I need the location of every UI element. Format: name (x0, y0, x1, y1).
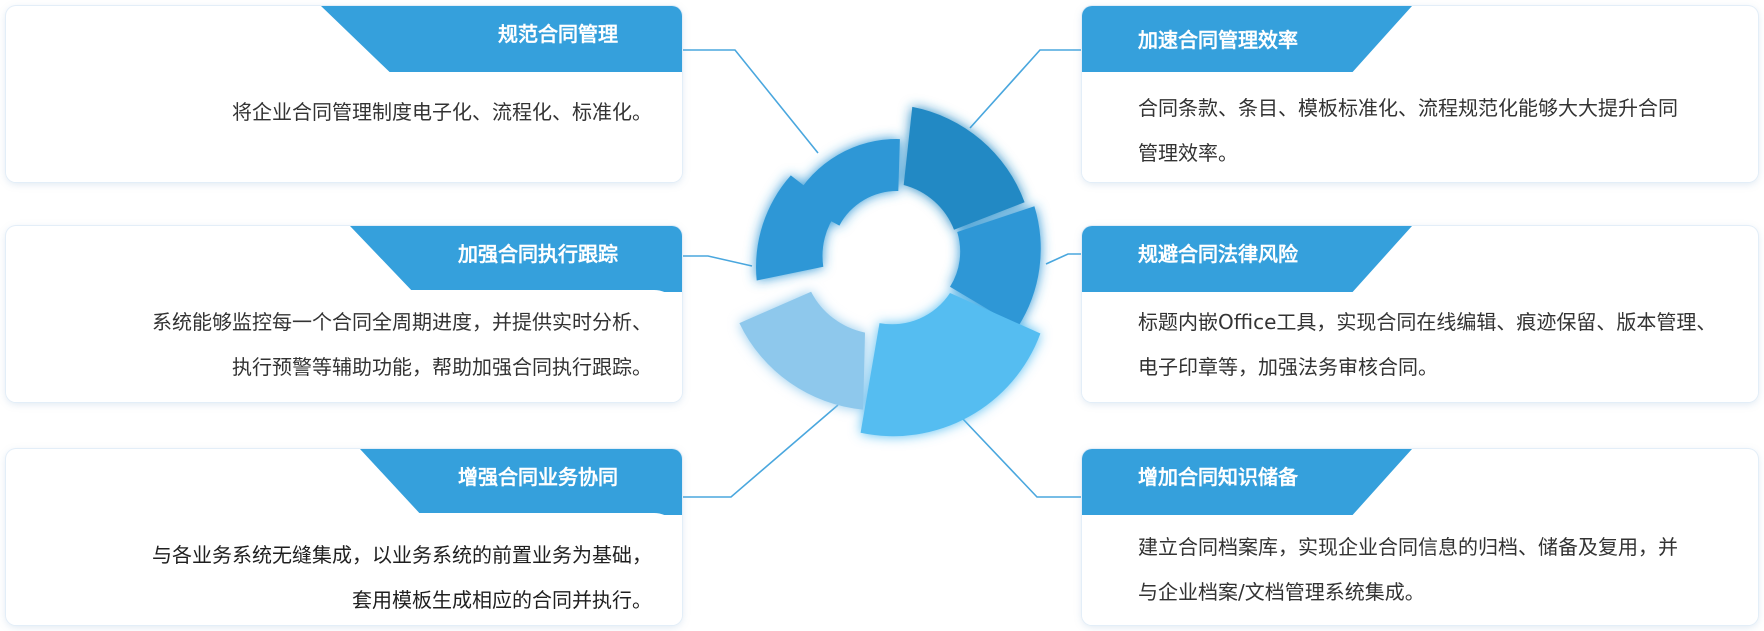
connector-line-3 (682, 404, 839, 498)
card-text-4-line-1: 合同条款、条目、模板标准化、流程规范化能够大大提升合同 (1138, 96, 1678, 120)
ring-segment-5 (739, 291, 865, 410)
card-text-6-line-2: 与企业档案/文档管理系统集成。 (1138, 580, 1425, 604)
feature-card-4: 加速合同管理效率 合同条款、条目、模板标准化、流程规范化能够大大提升合同 管理效… (1082, 6, 1758, 182)
connector-line-5 (1045, 253, 1082, 265)
card-text-4-line-2: 管理效率。 (1138, 141, 1238, 165)
ring-segment-2 (903, 106, 1025, 230)
card-text-2-line-1: 系统能够监控每一个合同全周期进度，并提供实时分析、 (152, 310, 652, 334)
card-title-6: 增加合同知识储备 (1138, 465, 1298, 489)
card-title-5: 规避合同法律风险 (1138, 242, 1298, 266)
card-text-1-line-1: 将企业合同管理制度电子化、流程化、标准化。 (232, 100, 652, 124)
connector-line-1 (682, 49, 819, 154)
card-header-5 (1082, 226, 1412, 292)
card-text-2-line-2: 执行预警等辅助功能，帮助加强合同执行跟踪。 (232, 355, 652, 379)
card-title-2: 加强合同执行跟踪 (458, 242, 618, 266)
card-text-5-line-2: 电子印章等，加强法务审核合同。 (1138, 355, 1438, 379)
card-title-4: 加速合同管理效率 (1138, 28, 1298, 52)
connector-line-6 (961, 417, 1082, 498)
connector-line-2 (682, 255, 753, 267)
feature-card-3: 增强合同业务协同 与各业务系统无缝集成，以业务系统的前置业务为基础， 套用模板生… (6, 449, 682, 625)
ring-segment-4 (860, 293, 1041, 437)
card-text-3-line-1: 与各业务系统无缝集成，以业务系统的前置业务为基础， (152, 543, 652, 567)
connector-line-4 (969, 49, 1082, 129)
feature-card-1: 规范合同管理 将企业合同管理制度电子化、流程化、标准化。 (6, 6, 682, 182)
card-text-5-line-1: 标题内嵌Office工具，实现合同在线编辑、痕迹保留、版本管理、 (1138, 310, 1717, 334)
feature-card-5: 规避合同法律风险 标题内嵌Office工具，实现合同在线编辑、痕迹保留、版本管理… (1082, 226, 1758, 402)
card-header-6 (1082, 449, 1412, 515)
card-header-3 (360, 449, 682, 515)
feature-card-6: 增加合同知识储备 建立合同档案库，实现企业合同信息的归档、储备及复用，并 与企业… (1082, 449, 1758, 625)
card-header-2 (350, 226, 682, 292)
card-title-1: 规范合同管理 (498, 22, 618, 46)
ring-segment-3 (950, 206, 1041, 328)
card-title-3: 增强合同业务协同 (458, 465, 618, 489)
card-text-6-line-1: 建立合同档案库，实现企业合同信息的归档、储备及复用，并 (1138, 535, 1678, 559)
card-text-3-line-2: 套用模板生成相应的合同并执行。 (352, 588, 652, 612)
card-header-4 (1082, 6, 1412, 72)
card-header-1 (321, 6, 682, 72)
ring-segment-6 (756, 175, 838, 281)
feature-card-2: 加强合同执行跟踪 系统能够监控每一个合同全周期进度，并提供实时分析、 执行预警等… (6, 226, 682, 402)
